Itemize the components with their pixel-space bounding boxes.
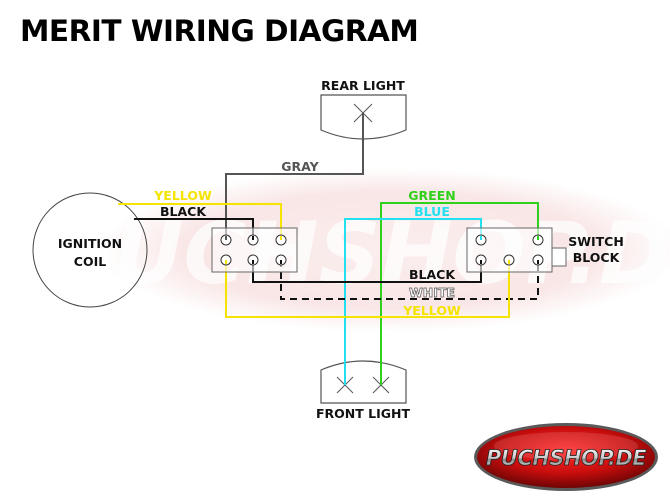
logo-text: PUCHSHOP.DE — [486, 446, 647, 470]
switch-block: SWITCH BLOCK — [466, 227, 624, 273]
switch-block-label-1: SWITCH — [568, 234, 624, 249]
rear-light-label: REAR LIGHT — [321, 78, 405, 93]
watermark: PUCHSHOP.DE — [51, 168, 670, 332]
label-black-bottom: BLACK — [409, 267, 456, 282]
label-white: WHITE — [409, 285, 455, 300]
label-blue: BLUE — [414, 204, 450, 219]
rear-light: REAR LIGHT — [320, 78, 407, 140]
front-light-label: FRONT LIGHT — [316, 406, 410, 421]
ignition-coil-label-2: COIL — [74, 254, 106, 269]
front-light-housing — [320, 360, 407, 404]
wire-white-dashed — [280, 260, 539, 300]
rear-light-housing — [320, 94, 407, 140]
wire-green — [380, 202, 539, 385]
wire-labels: GRAY YELLOW BLACK GREEN BLUE BLACK WHITE… — [153, 159, 461, 318]
label-green: GREEN — [408, 188, 455, 203]
puchshop-logo: PUCHSHOP.DE — [474, 423, 658, 491]
ignition-coil: IGNITION COIL — [32, 192, 148, 308]
left-connector-block — [211, 227, 298, 273]
label-gray: GRAY — [281, 159, 319, 174]
diagram-title: MERIT WIRING DIAGRAM — [20, 14, 419, 48]
wire-yellow-bottom — [225, 260, 510, 318]
ignition-coil-label-1: IGNITION — [58, 236, 122, 251]
label-black-top: BLACK — [160, 204, 207, 219]
wire-gray — [225, 113, 364, 240]
label-yellow-bottom: YELLOW — [402, 303, 461, 318]
switch-block-label-2: BLOCK — [573, 250, 621, 265]
front-light: FRONT LIGHT — [316, 360, 410, 421]
switch-tab — [551, 247, 567, 267]
ignition-coil-circle — [32, 192, 148, 308]
watermark-ellipse — [100, 168, 670, 332]
label-yellow-top: YELLOW — [153, 188, 212, 203]
watermark-text: PUCHSHOP.DE — [51, 204, 670, 304]
